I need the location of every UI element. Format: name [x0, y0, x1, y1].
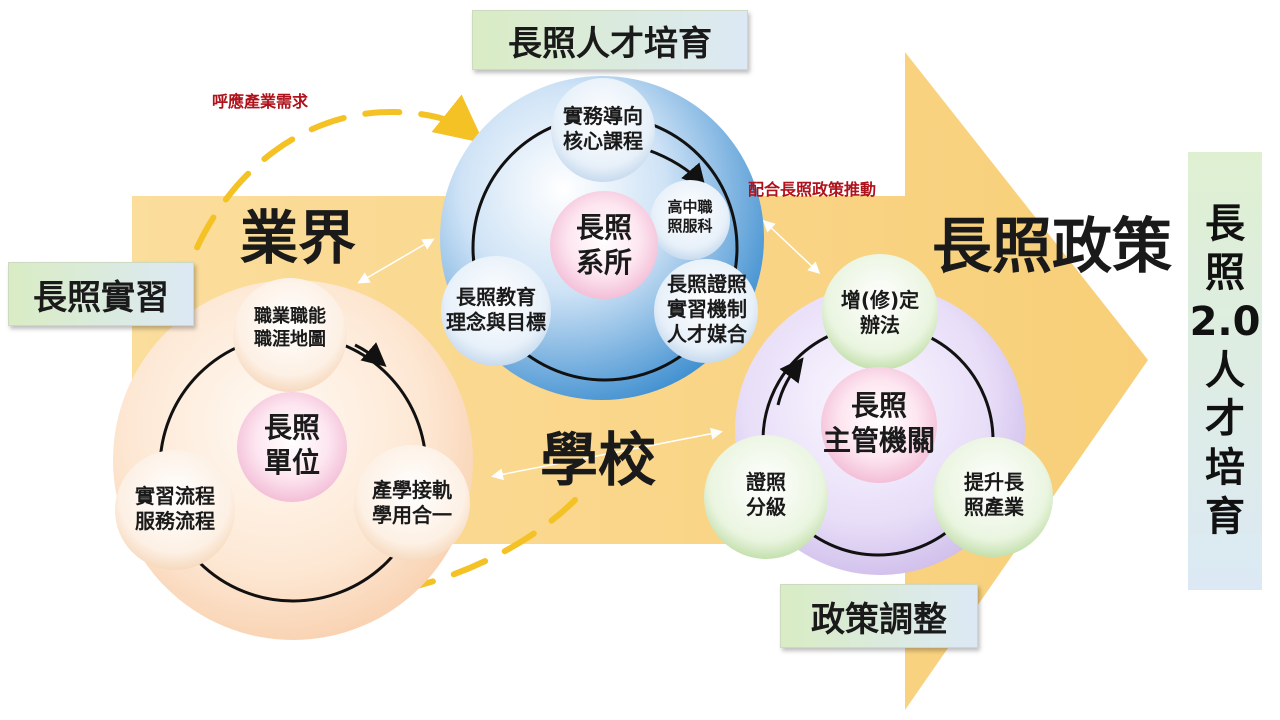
purple-node-regulation [822, 254, 938, 370]
vertical-char: 才 [1205, 396, 1245, 443]
respond-industry-label: 呼應產業需求 [212, 92, 309, 111]
school-title: 學校 [540, 426, 657, 494]
orange-item-career: 職業職能 職涯地圖 [254, 306, 326, 350]
orange-node-career [233, 278, 347, 392]
purple-node-license-level [704, 435, 828, 559]
orange-center-node [237, 392, 347, 502]
vertical-char: 培 [1205, 445, 1245, 492]
blue-center-text: 長照 系所 [575, 211, 632, 279]
blue-item-course: 實務導向 核心課程 [563, 104, 643, 153]
blue-item-highschool: 高中職 照服科 [667, 198, 713, 235]
blue-node-course [551, 78, 655, 182]
blue-node-education [441, 256, 551, 366]
vertical-char: 人 [1205, 347, 1245, 394]
talent-cultivation-label: 長照人才培育 [472, 10, 748, 70]
blue-item-license: 長照證照 實習機制 人才媒合 [667, 272, 747, 346]
orange-item-industry-school: 產學接軌 學用合一 [372, 478, 452, 527]
dashed-curve-bottom [397, 497, 578, 593]
internship-label: 長照實習 [8, 262, 194, 326]
orange-center-text: 長照 單位 [263, 411, 320, 479]
dashed-curve-top [175, 94, 485, 303]
purple-node-industry [933, 437, 1053, 557]
long-term-care-2-title: 長 照 2.0 人 才 培 育 [1188, 152, 1262, 590]
purple-item-industry: 提升長 照產業 [964, 470, 1024, 519]
purple-center-text: 長照 主管機關 [822, 389, 935, 457]
industry-title: 業界 [240, 204, 357, 272]
purple-item-license-level: 證照 分級 [746, 470, 786, 519]
vertical-char: 長 [1205, 201, 1245, 248]
orange-node-process [115, 450, 235, 570]
vertical-char: 2.0 [1189, 298, 1261, 345]
orange-node-industry-school [354, 445, 470, 561]
vertical-char: 照 [1205, 250, 1245, 296]
orange-item-process: 實習流程 服務流程 [135, 484, 215, 533]
policy-adjust-label: 政策調整 [780, 584, 978, 648]
blue-item-education: 長照教育 理念與目標 [446, 285, 546, 334]
blue-node-highschool [650, 180, 730, 260]
vertical-char: 育 [1205, 493, 1245, 540]
blue-center-node [550, 191, 658, 299]
blue-node-license [654, 259, 758, 363]
cooperate-policy-label: 配合長照政策推動 [748, 180, 877, 199]
policy-title: 長照政策 [932, 212, 1172, 282]
purple-center-node [821, 367, 937, 483]
purple-item-regulation: 增(修)定 辦法 [840, 288, 920, 337]
